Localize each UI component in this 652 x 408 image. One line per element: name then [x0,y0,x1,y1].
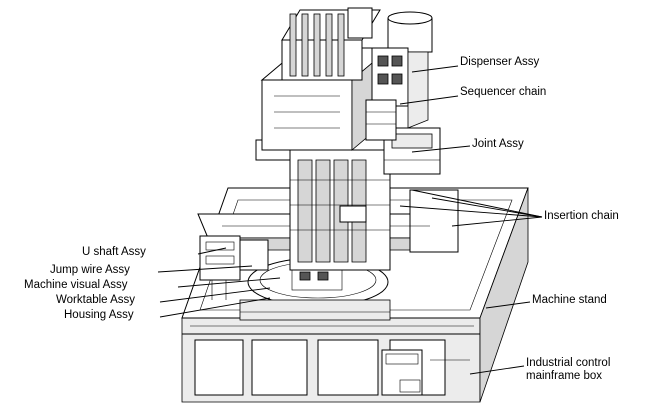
label-machine-stand: Machine stand [532,294,607,306]
label-housing-assy: Housing Assy [64,309,134,321]
u-shaft-shape [199,235,269,300]
label-joint-assy: Joint Assy [472,138,524,150]
dispenser-shape [365,11,433,141]
label-control-box-line2: mainframe box [526,370,603,382]
label-machine-visual-assy: Machine visual Assy [24,279,128,291]
central-column-shape [289,149,391,271]
sequencer-shape [281,7,381,81]
label-jump-wire-assy: Jump wire Assy [50,264,130,276]
label-insertion-chain: Insertion chain [544,210,619,222]
label-u-shaft-assy: U shaft Assy [82,246,146,258]
leader-lines [157,65,543,375]
label-dispenser-assy: Dispenser Assy [460,56,540,68]
label-sequencer-chain: Sequencer chain [460,86,547,98]
label-control-box-line1: Industrial control [526,357,611,369]
control-box-shape [381,349,470,396]
label-worktable-assy: Worktable Assy [56,294,136,306]
